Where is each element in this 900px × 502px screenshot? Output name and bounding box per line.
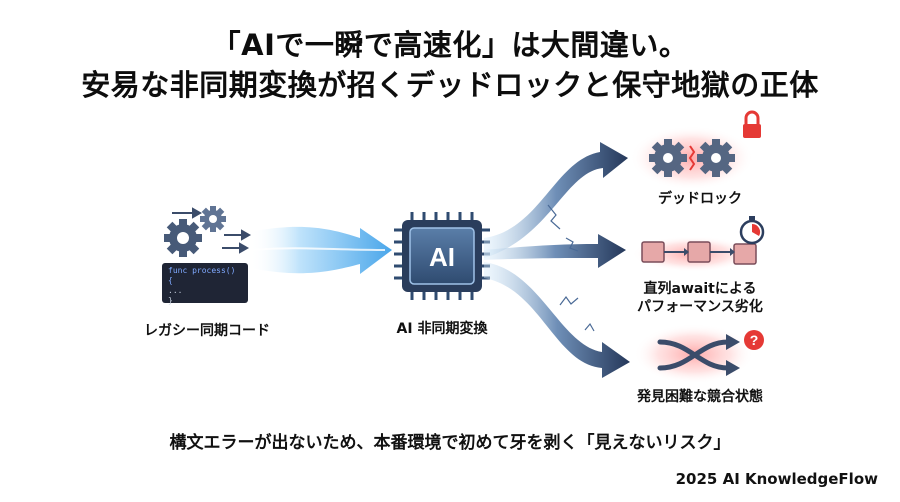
shuffle-icon (657, 339, 731, 371)
input-flow-arrow (249, 226, 392, 274)
red-glow (630, 126, 754, 190)
code-line-1: func process() { (168, 266, 236, 285)
gear-icon (164, 219, 202, 257)
serial-await-label-2: パフォーマンス劣化 (637, 299, 763, 315)
gear-icon (200, 206, 226, 232)
chip-text: AI (429, 242, 455, 272)
footer-credit: 2025 AI KnowledgeFlow (675, 470, 878, 488)
small-arrows-icon (172, 207, 252, 254)
svg-text:?: ? (750, 332, 759, 348)
code-line-3: } (168, 296, 173, 305)
serial-blocks (641, 241, 757, 265)
race-condition-label: 発見困難な競合状態 (637, 389, 763, 405)
lock-icon (743, 110, 761, 138)
ai-conversion-label: AI 非同期変換 (396, 321, 488, 337)
bottom-caption: 構文エラーが出ないため、本番環境で初めて牙を剥く「見えないリスク」 (169, 433, 731, 453)
deadlock-label: デッドロック (658, 191, 742, 207)
crack-lines (547, 204, 595, 332)
gear-icon (649, 139, 687, 177)
output-stream-middle (484, 234, 626, 268)
code-line-2: ... (168, 286, 183, 295)
gear-icon (697, 139, 735, 177)
output-stream-bottom (484, 262, 630, 378)
stopwatch-icon (739, 216, 765, 245)
legacy-code-label: レガシー同期コード (144, 323, 270, 339)
serial-await-label-1: 直列awaitによる (643, 281, 757, 297)
title-line-1: 「AIで一瞬で高速化」は大間違い。 (211, 28, 689, 62)
code-snippet: func process() { ... } (162, 263, 248, 305)
ai-chip (394, 212, 490, 300)
title-line-2: 安易な非同期変換が招くデッドロックと保守地獄の正体 (81, 68, 819, 102)
question-icon: ? (744, 330, 764, 350)
conflict-mark (688, 145, 696, 171)
output-stream-top (484, 142, 628, 258)
